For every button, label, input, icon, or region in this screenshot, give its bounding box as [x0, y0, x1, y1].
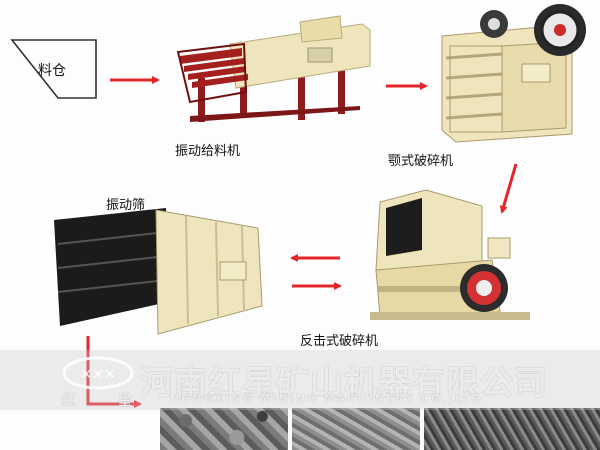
watermark-brand-left: 红: [62, 393, 77, 409]
svg-text:✕✕✕: ✕✕✕: [80, 367, 115, 383]
vibrating-feeder-machine: [170, 8, 380, 128]
watermark-logo-icon: ✕✕✕: [62, 356, 134, 390]
arrow-jaw-to-impact: [499, 163, 518, 214]
watermark-band: [0, 350, 600, 410]
feeder-label: 振动给料机: [175, 144, 241, 159]
silo-label: 料仓: [38, 63, 66, 79]
product-gravel-coarse: [160, 408, 288, 450]
jaw-crusher-machine: [432, 2, 592, 147]
silo: [10, 36, 100, 102]
impact-crusher-machine: [362, 180, 532, 330]
product-gravel-medium: [292, 408, 420, 450]
watermark-brand-right: 星: [118, 393, 133, 409]
vibrating-screen-machine: [46, 206, 276, 336]
watermark-company-name: 河南红星矿山机器有限公司: [140, 363, 548, 402]
silo-outline: [10, 39, 97, 99]
jaw-crusher-label: 颚式破碎机: [388, 154, 454, 169]
impact-crusher-label: 反击式破碎机: [300, 334, 379, 349]
product-gravel-fine: [424, 408, 600, 450]
watermark-english-name: HONGXING MINING MACHINERY CO.,LTD: [170, 392, 483, 405]
vibrating-screen-label: 振动筛: [106, 198, 146, 213]
